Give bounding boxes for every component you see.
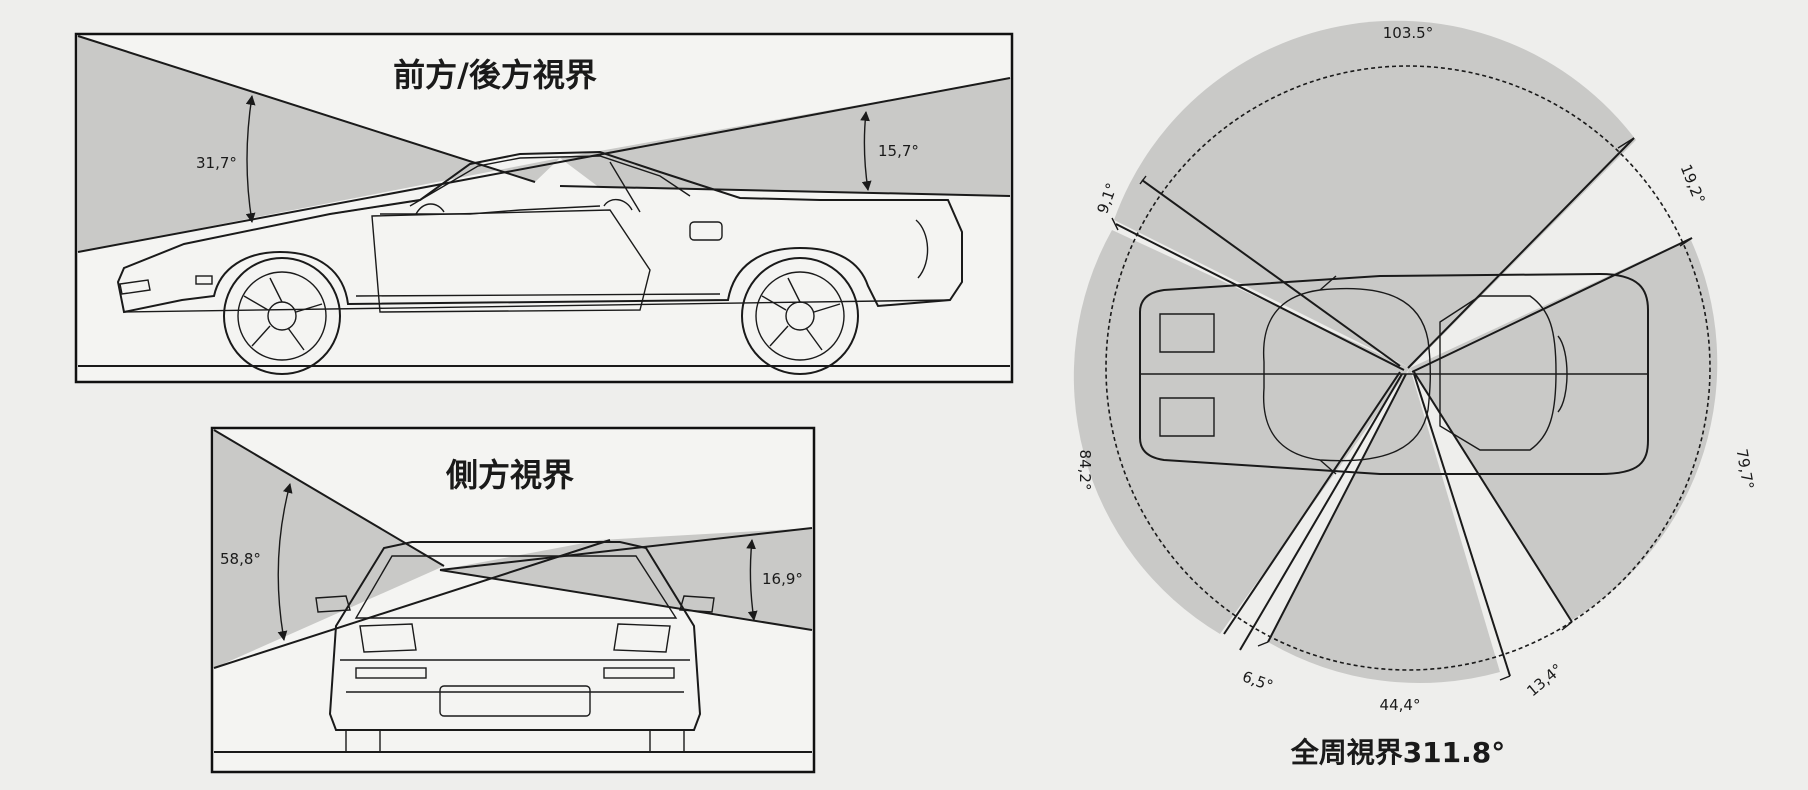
angle-label-upper-right: 19,2° <box>1677 162 1709 207</box>
rear-angle-arc <box>860 111 872 191</box>
angle-label-lower-right: 13,4° <box>1523 660 1566 700</box>
car-top-drawing <box>1139 272 1649 475</box>
angle-label-lower-left: 6,5° <box>1240 667 1276 695</box>
angle-label-right: 79,7° <box>1733 447 1758 490</box>
angle-label-upper-left: 9,1° <box>1093 180 1121 216</box>
right-visibility-wedge <box>440 528 812 630</box>
angle-label-left: 84,2° <box>1076 450 1094 491</box>
front-visibility-wedge <box>78 36 560 252</box>
left-visibility-wedge <box>214 430 444 668</box>
front-view-title: 側方視界 <box>445 456 574 494</box>
rear-visibility-wedge <box>560 78 1010 196</box>
sector-right-shade <box>1410 238 1718 620</box>
side-view-title: 前方/後方視界 <box>393 56 597 94</box>
top-view-caption: 全周視界311.8° <box>1290 736 1506 769</box>
sector-rear-shade <box>1268 368 1500 684</box>
rear-wheel <box>741 257 859 375</box>
front-angle-label: 31,7° <box>196 154 237 172</box>
angle-label-bottom: 44,4° <box>1380 696 1421 714</box>
up-angle-label: 58,8° <box>220 550 261 568</box>
side-view-panel: 前方/後方視界 31,7° 15,7° <box>74 32 1014 384</box>
front-angle-arc <box>245 95 256 223</box>
up-angle-arc <box>277 483 293 641</box>
down-angle-label: 16,9° <box>762 570 803 588</box>
visibility-circle <box>1105 65 1711 671</box>
front-wheel <box>223 257 341 375</box>
car-side-drawing <box>116 150 963 314</box>
rear-angle-label: 15,7° <box>878 142 919 160</box>
sector-front-shade <box>1114 20 1636 368</box>
angle-label-top: 103.5° <box>1383 24 1433 42</box>
down-angle-arc <box>746 539 758 621</box>
car-front-drawing <box>315 541 715 753</box>
top-view-panel: 103.5° 9,1° 19,2° 84,2° 79,7° 6,5° 44,4°… <box>1073 20 1758 769</box>
front-view-panel: 側方視界 58,8° 16,9° <box>210 426 816 774</box>
